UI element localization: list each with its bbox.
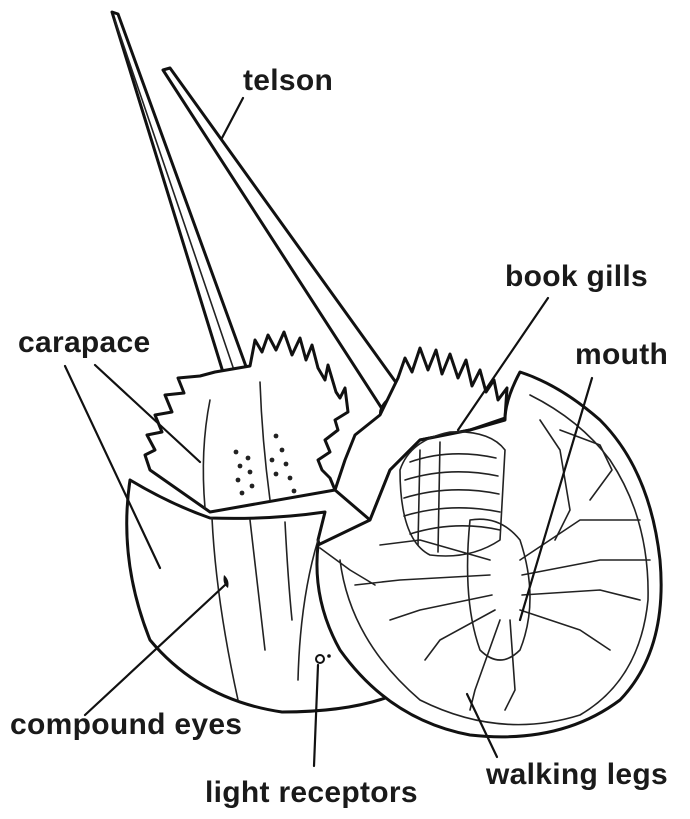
dorsal-abdomen — [145, 332, 348, 512]
walking-legs-label: walking legs — [486, 760, 668, 790]
light-receptors-label: light receptors — [205, 778, 418, 808]
compound-eyes-label: compound eyes — [10, 710, 242, 740]
carapace-leader-b — [65, 366, 160, 568]
carapace-label: carapace — [18, 328, 151, 358]
telson-label: telson — [243, 66, 333, 96]
telson-leader — [222, 98, 243, 138]
mouth-label: mouth — [575, 340, 668, 370]
book-gills-label: book gills — [505, 262, 648, 292]
